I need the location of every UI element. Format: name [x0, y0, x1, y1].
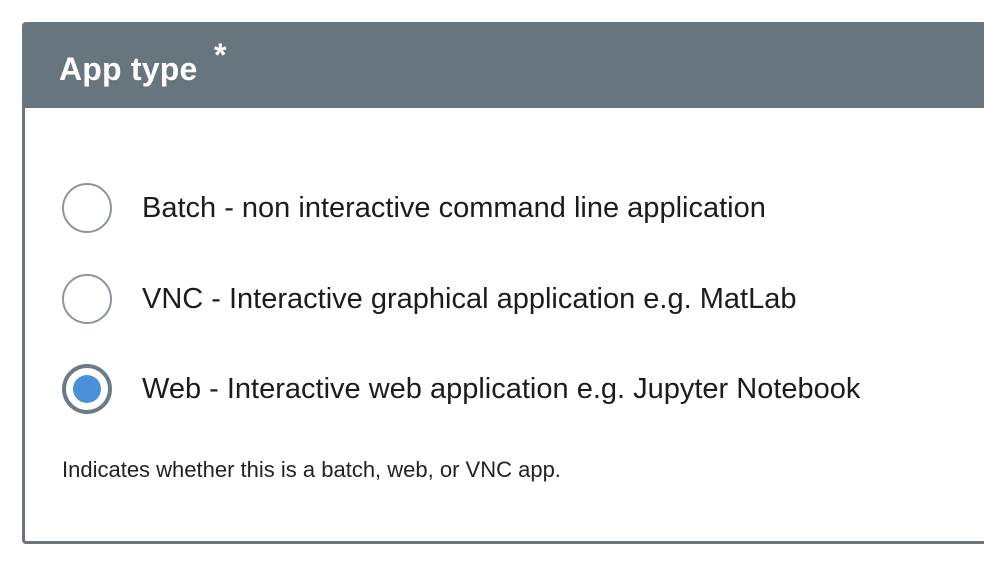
radio-button-vnc[interactable] [62, 274, 112, 324]
option-batch[interactable]: Batch - non interactive command line app… [62, 180, 766, 236]
option-label-batch: Batch - non interactive command line app… [142, 191, 766, 224]
radio-button-batch[interactable] [62, 183, 112, 233]
app-type-panel: App type * Batch - non interactive comma… [22, 22, 984, 544]
option-web[interactable]: Web - Interactive web application e.g. J… [62, 361, 860, 417]
option-label-vnc: VNC - Interactive graphical application … [142, 282, 797, 315]
field-title: App type [59, 51, 198, 87]
option-label-web: Web - Interactive web application e.g. J… [142, 372, 861, 405]
option-vnc[interactable]: VNC - Interactive graphical application … [62, 271, 796, 327]
help-text: Indicates whether this is a batch, web, … [62, 457, 561, 482]
panel-header: App type * [25, 25, 984, 108]
required-asterisk: * [214, 37, 227, 73]
radio-button-web[interactable] [62, 364, 112, 414]
